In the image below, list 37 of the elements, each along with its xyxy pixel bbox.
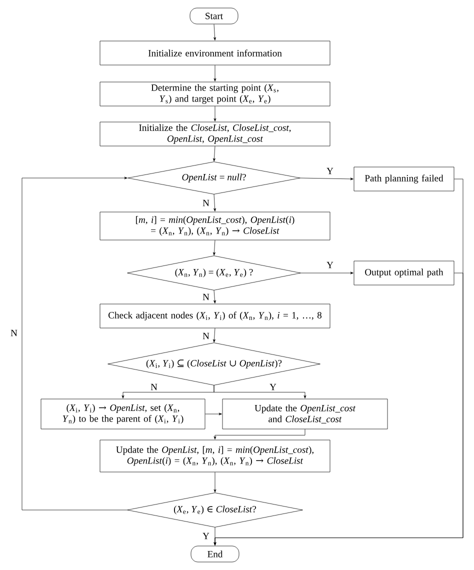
process-box: Update the OpenList, [m, i] = min(OpenList_cost), OpenList(i) = (X$_{n}$, Y$_{n}$), (X$_{n}$, Y$_{n}$) → CloseList bbox=[100, 440, 330, 472]
process-box: Initialize environment information bbox=[100, 40, 330, 66]
process-box: Path planning failed bbox=[354, 166, 454, 192]
process-box: Output optimal path bbox=[354, 260, 454, 286]
arrow bbox=[22, 176, 128, 510]
arrow bbox=[214, 24, 216, 40]
process-box: (X$_{i}$, Y$_{i}$) → OpenList, set (X$_{n}$, Y$_{n}$) to be the parent of (X$_{i}$, Y$_{i}$) bbox=[40, 398, 206, 430]
arrow bbox=[214, 472, 216, 492]
edge-label: Y bbox=[202, 532, 210, 540]
terminal-box: Start bbox=[190, 8, 238, 24]
process-box: Initialize the CloseList, CloseList_cost, OpenList, OpenList_cost bbox=[100, 122, 330, 146]
edge-label: Y bbox=[326, 261, 334, 269]
arrow bbox=[214, 194, 216, 212]
arrow bbox=[212, 146, 216, 162]
arrow bbox=[214, 385, 306, 398]
arrow bbox=[300, 178, 354, 180]
process-box: Update the OpenList_cost and CloseList_cost bbox=[222, 398, 388, 430]
edge-label: N bbox=[150, 383, 158, 391]
process-box: Check adjacent nodes (X$_{i}$, Y$_{i}$) of (X$_{n}$, Y$_{n}$), i = 1, …, 8 bbox=[100, 304, 330, 328]
arrow bbox=[214, 429, 306, 440]
edge-label: Y bbox=[269, 383, 277, 391]
arrow bbox=[300, 272, 354, 274]
process-box: Determine the starting point (X$_{s}$, Y$_{s}$) and target point (X$_{e}$, Y$_{e}$) bbox=[100, 82, 330, 106]
arrow bbox=[212, 328, 216, 342]
arrow bbox=[212, 240, 216, 256]
edge-label: N bbox=[202, 332, 210, 340]
terminal-box: End bbox=[190, 546, 240, 562]
process-box: [m, i] = min(OpenList_cost), OpenList(i) = (X$_{n}$, Y$_{n}$), (X$_{n}$, Y$_{n}$) → CloseList bbox=[100, 212, 330, 240]
arrow bbox=[214, 65, 216, 82]
edge-label: N bbox=[202, 293, 210, 301]
arrow bbox=[214, 290, 216, 304]
arrow bbox=[214, 106, 216, 122]
edge-label: N bbox=[10, 329, 18, 337]
arrow bbox=[214, 272, 464, 546]
edge-label: Y bbox=[326, 167, 334, 175]
arrow bbox=[205, 412, 222, 416]
edge-label: N bbox=[202, 199, 210, 207]
